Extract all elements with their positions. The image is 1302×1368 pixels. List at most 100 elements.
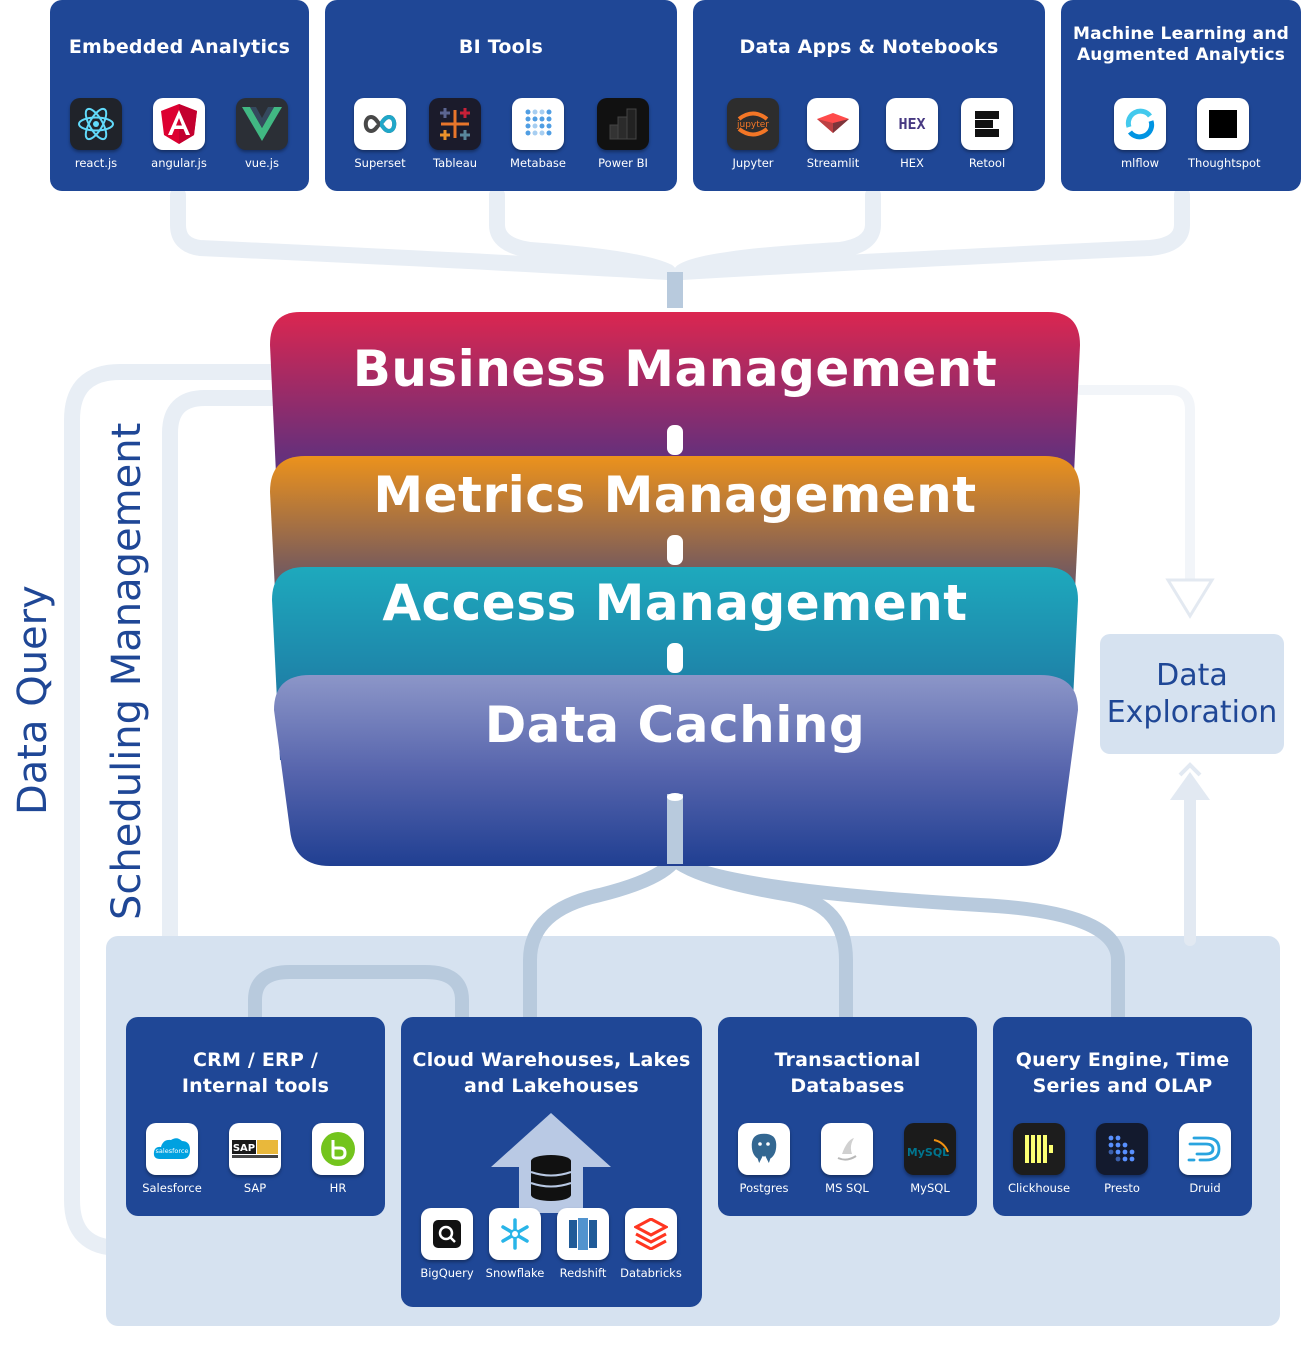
tool-label: Redshift [559, 1266, 607, 1280]
tool-metabase[interactable]: Metabase [503, 98, 573, 170]
bigquery-icon [421, 1208, 473, 1260]
mssql-icon [821, 1123, 873, 1175]
tool-label: MS SQL [825, 1181, 869, 1195]
tool-label: Streamlit [806, 156, 860, 170]
tool-mysql[interactable]: MySQL MySQL [895, 1123, 965, 1195]
exploration-line1: Data [1156, 658, 1228, 693]
metrics-management-title: Metrics Management [373, 466, 977, 524]
vue-icon [236, 98, 288, 150]
streamlit-icon [807, 98, 859, 150]
tool-jupyter[interactable]: jupyter Jupyter [718, 98, 788, 170]
tool-clickhouse[interactable]: Clickhouse [1004, 1123, 1074, 1195]
tool-label: Thoughtspot [1188, 156, 1261, 170]
transactional-databases-card: Transactional Databases Postgres MS SQL … [718, 1017, 977, 1216]
tool-label: Salesforce [142, 1181, 202, 1195]
tool-druid[interactable]: Druid [1170, 1123, 1240, 1195]
access-management-title: Access Management [382, 574, 968, 632]
tool-presto[interactable]: Presto [1087, 1123, 1157, 1195]
card-title: Transactional Databases [774, 1049, 921, 1097]
tool-powerbi[interactable]: Power BI [588, 98, 658, 170]
jupyter-icon: jupyter [727, 98, 779, 150]
tool-angular[interactable]: angular.js [144, 98, 214, 170]
tool-postgres[interactable]: Postgres [729, 1123, 799, 1195]
tool-label: Tableau [432, 156, 478, 170]
presto-icon [1096, 1123, 1148, 1175]
tool-label: vue.js [244, 156, 279, 170]
data-apps-card: Data Apps & Notebooks jupyter Jupyter St… [693, 0, 1045, 191]
tool-label: MySQL [910, 1181, 950, 1195]
tool-label: Databricks [620, 1266, 682, 1280]
tool-label: Superset [354, 156, 406, 170]
tool-salesforce[interactable]: salesforce Salesforce [137, 1123, 207, 1195]
svg-text:jupyter: jupyter [736, 120, 769, 130]
tool-retool[interactable]: Retool [952, 98, 1022, 170]
business-management-title: Business Management [352, 340, 998, 398]
tool-redshift[interactable]: Redshift [548, 1208, 618, 1280]
tool-tableau[interactable]: Tableau [420, 98, 490, 170]
warehouse-house-icon [491, 1113, 611, 1213]
tool-label: SAP [243, 1181, 267, 1195]
tool-label: Druid [1189, 1181, 1221, 1195]
snowflake-icon [489, 1208, 541, 1260]
tool-mssql[interactable]: MS SQL [812, 1123, 882, 1195]
tool-thoughtspot[interactable]: Thoughtspot [1188, 98, 1261, 170]
card-title: BI Tools [458, 36, 544, 58]
tool-label: Metabase [510, 156, 566, 170]
bi-tools-card: BI Tools Superset Tableau Metabase Power… [325, 0, 677, 191]
sap-icon: SAP [229, 1123, 281, 1175]
salesforce-icon: salesforce [146, 1123, 198, 1175]
postgres-icon [738, 1123, 790, 1175]
thoughtspot-icon [1197, 98, 1249, 150]
tool-superset[interactable]: Superset [345, 98, 415, 170]
card-title: Embedded Analytics [68, 36, 291, 58]
tool-label: angular.js [151, 156, 207, 170]
card-title: CRM / ERP / Internal tools [181, 1049, 330, 1097]
exploration-line2: Exploration [1106, 695, 1278, 730]
tool-label: mlflow [1120, 156, 1160, 170]
tool-react[interactable]: react.js [61, 98, 131, 170]
tool-label: Snowflake [485, 1266, 545, 1280]
card-title: Cloud Warehouses, Lakes and Lakehouses [412, 1049, 691, 1097]
tool-mlflow[interactable]: mlflow [1105, 98, 1175, 170]
svg-text:salesforce: salesforce [156, 1147, 189, 1155]
metabase-icon [512, 98, 564, 150]
hr-icon [312, 1123, 364, 1175]
tool-label: react.js [74, 156, 118, 170]
tool-databricks[interactable]: Databricks [616, 1208, 686, 1280]
tool-label: Postgres [739, 1181, 789, 1195]
tool-hex[interactable]: HEX HEX [877, 98, 947, 170]
data-caching-title: Data Caching [484, 696, 866, 754]
tool-hr[interactable]: HR [303, 1123, 373, 1195]
tool-streamlit[interactable]: Streamlit [798, 98, 868, 170]
tool-label: Retool [968, 156, 1006, 170]
tool-label: BigQuery [420, 1266, 474, 1280]
tableau-icon [429, 98, 481, 150]
tool-label: HEX [900, 156, 924, 170]
card-title: Query Engine, Time Series and OLAP [1015, 1049, 1230, 1097]
druid-icon [1179, 1123, 1231, 1175]
tool-bigquery[interactable]: BigQuery [412, 1208, 482, 1280]
query-engine-card: Query Engine, Time Series and OLAP Click… [993, 1017, 1252, 1216]
tool-label: Clickhouse [1007, 1181, 1071, 1195]
mysql-icon: MySQL [904, 1123, 956, 1175]
tool-snowflake[interactable]: Snowflake [480, 1208, 550, 1280]
embedded-analytics-card: Embedded Analytics react.js angular.js v… [50, 0, 309, 191]
ml-augmented-card: Machine Learning and Augmented Analytics… [1061, 0, 1301, 191]
powerbi-icon [597, 98, 649, 150]
hex-icon: HEX [886, 98, 938, 150]
tool-label: Presto [1104, 1181, 1140, 1195]
svg-text:MySQL: MySQL [908, 1146, 949, 1159]
redshift-icon [557, 1208, 609, 1260]
tool-vue[interactable]: vue.js [227, 98, 297, 170]
tool-label: HR [329, 1181, 347, 1195]
card-title: Data Apps & Notebooks [739, 36, 999, 58]
retool-icon [961, 98, 1013, 150]
svg-text:SAP: SAP [233, 1143, 255, 1154]
tool-label: Jupyter [732, 156, 774, 170]
react-icon [70, 98, 122, 150]
tool-sap[interactable]: SAP SAP [220, 1123, 290, 1195]
data-caching-band [274, 675, 1078, 866]
tool-label: Power BI [598, 156, 648, 170]
